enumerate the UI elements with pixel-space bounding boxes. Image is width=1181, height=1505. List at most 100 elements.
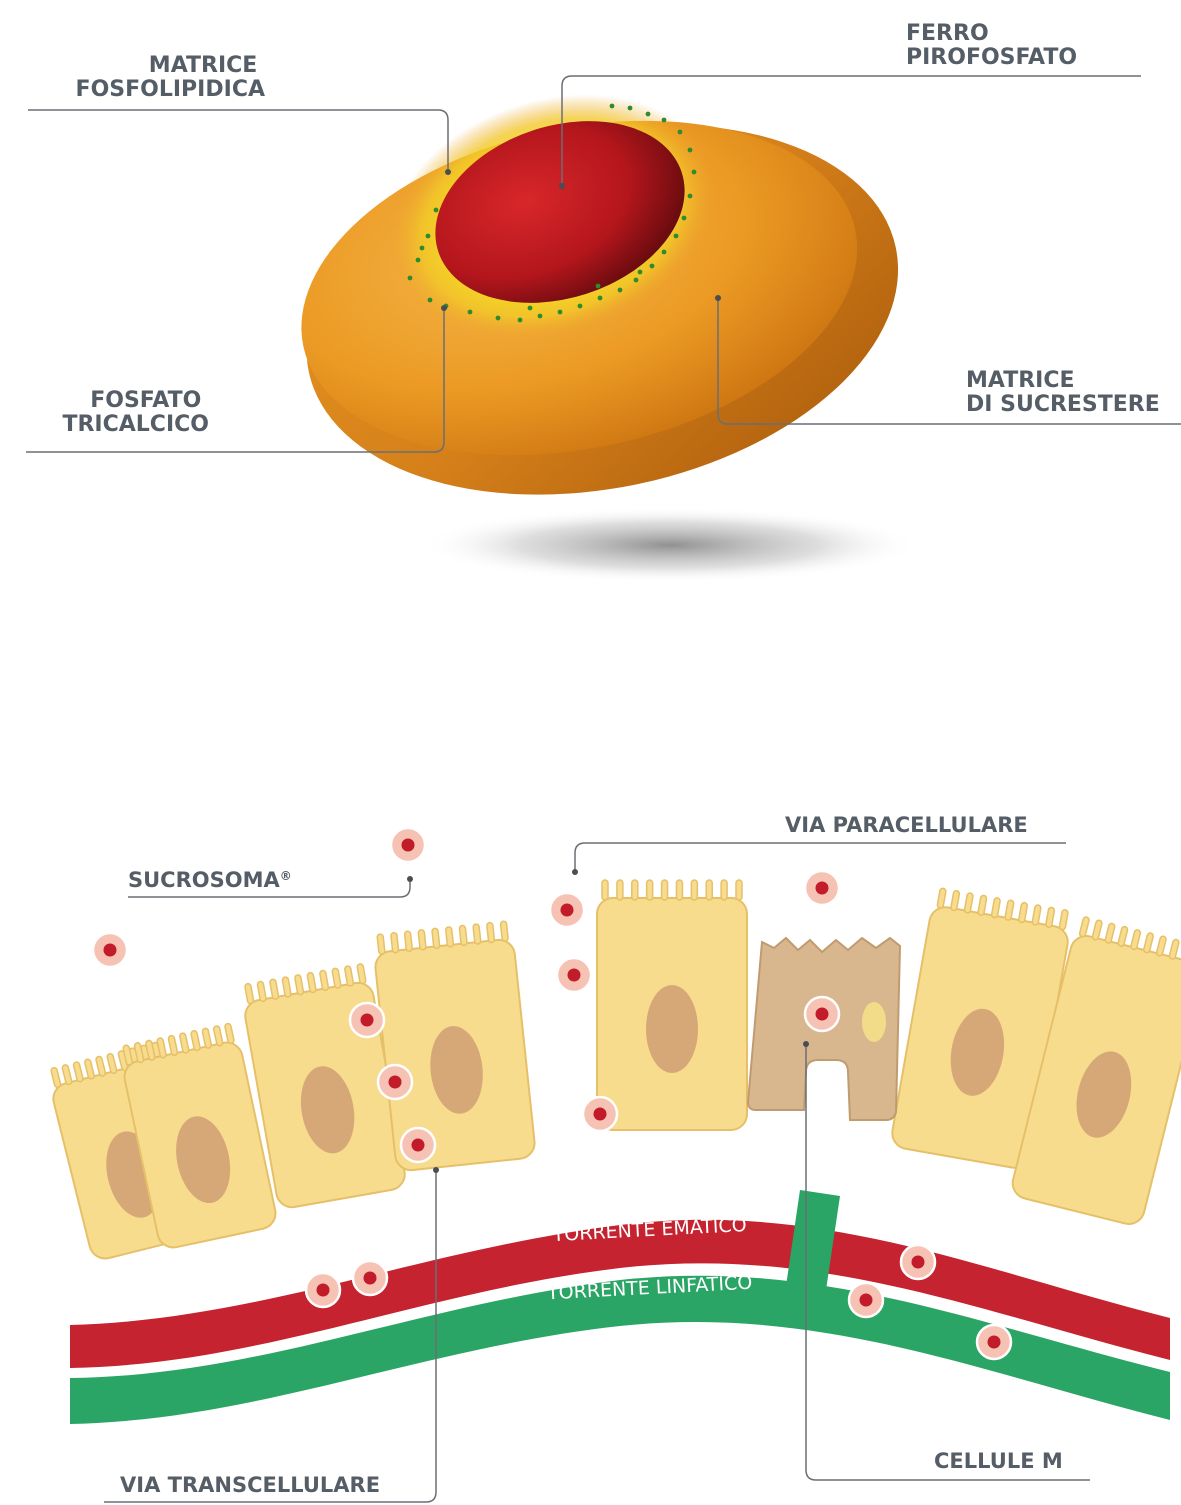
microvillus bbox=[487, 922, 495, 943]
microvillus bbox=[62, 1064, 73, 1085]
microvillus bbox=[1143, 932, 1154, 953]
microvillus bbox=[202, 1028, 212, 1049]
sucrosome-particle bbox=[849, 1283, 883, 1317]
particle-dot bbox=[638, 270, 643, 275]
particle-dot bbox=[426, 234, 431, 239]
microvillus bbox=[357, 963, 366, 984]
lymph-vessel-branch bbox=[786, 1190, 840, 1290]
sucrosome-particle bbox=[378, 1065, 412, 1099]
sucrosome-particle bbox=[353, 1261, 387, 1295]
particle-dot bbox=[468, 310, 473, 315]
microvillus bbox=[500, 921, 508, 942]
microvillus bbox=[1092, 920, 1103, 941]
particle-dot bbox=[428, 298, 433, 303]
microvillus bbox=[191, 1030, 201, 1051]
leader-dot bbox=[407, 876, 413, 882]
particle-dot bbox=[420, 246, 425, 251]
label-sucrosoma: SUCROSOMA® bbox=[128, 868, 292, 892]
microvillus bbox=[344, 966, 353, 987]
epithelial-cell bbox=[597, 880, 747, 1130]
label-via-transcellulare: VIA TRANSCELLULARE bbox=[120, 1473, 380, 1497]
sucrosome-particle bbox=[805, 871, 839, 905]
leader-dot bbox=[559, 183, 565, 189]
microvillus bbox=[459, 925, 467, 946]
m-cell-nucleus bbox=[862, 1002, 886, 1042]
particle-dot bbox=[692, 170, 697, 175]
particle-dot bbox=[674, 234, 679, 239]
particle-dot bbox=[558, 310, 563, 315]
leader-dot bbox=[803, 1041, 809, 1047]
particle-dot bbox=[618, 288, 623, 293]
sucrosome-shadow bbox=[420, 507, 920, 583]
particle-dot bbox=[578, 304, 583, 309]
microvillus bbox=[224, 1023, 234, 1044]
leader-dot bbox=[445, 169, 451, 175]
microvillus bbox=[257, 981, 266, 1002]
microvillus bbox=[991, 897, 1000, 918]
sucrosome-particle bbox=[557, 958, 591, 992]
microvillus bbox=[1169, 939, 1180, 960]
microvillus bbox=[706, 880, 712, 900]
microvillus bbox=[270, 979, 279, 1000]
particle-dot bbox=[628, 106, 633, 111]
microvillus bbox=[168, 1035, 178, 1056]
leader-dot bbox=[715, 295, 721, 301]
microvillus bbox=[404, 931, 412, 952]
microvillus bbox=[691, 880, 697, 900]
particle-dot bbox=[496, 316, 501, 321]
particle-dot bbox=[646, 112, 651, 117]
particle-dot bbox=[650, 264, 655, 269]
label-matrice-sucrestere: MATRICE DI SUCRESTERE bbox=[966, 368, 1160, 417]
particle-dot bbox=[688, 194, 693, 199]
microvillus bbox=[937, 888, 946, 909]
microvillus bbox=[721, 880, 727, 900]
microvillus bbox=[602, 880, 608, 900]
sucrosome-particle bbox=[93, 933, 127, 967]
particle-dot bbox=[634, 278, 639, 283]
particle-dot bbox=[662, 118, 667, 123]
particle-dot bbox=[662, 250, 667, 255]
microvillus bbox=[1079, 916, 1090, 937]
epithelial-cell bbox=[372, 920, 536, 1171]
particle-dot bbox=[610, 104, 615, 109]
microvillus bbox=[662, 880, 668, 900]
label-fosfato-tricalcico: FOSFATO TRICALCICO bbox=[62, 388, 209, 437]
microvillus bbox=[332, 968, 341, 989]
microvillus bbox=[617, 880, 623, 900]
sucrosome-particle bbox=[977, 1325, 1011, 1359]
particle-dot bbox=[408, 276, 413, 281]
particle-dot bbox=[682, 216, 687, 221]
microvillus bbox=[1032, 905, 1041, 926]
microvillus bbox=[736, 880, 742, 900]
sucrosome-particle bbox=[306, 1273, 340, 1307]
sucrosome-particle bbox=[401, 1128, 435, 1162]
microvillus bbox=[307, 972, 316, 993]
microvillus bbox=[294, 974, 303, 995]
microvillus bbox=[282, 977, 291, 998]
leader-dot bbox=[433, 1167, 439, 1173]
microvillus bbox=[432, 928, 440, 949]
particle-dot bbox=[528, 306, 533, 311]
sucrosome-particle bbox=[350, 1003, 384, 1037]
microvillus bbox=[950, 890, 959, 911]
microvillus bbox=[1118, 926, 1129, 947]
microvillus bbox=[1045, 907, 1054, 928]
leader-dot bbox=[572, 869, 578, 875]
microvillus bbox=[473, 924, 481, 945]
microvillus bbox=[51, 1067, 62, 1088]
epithelium bbox=[46, 880, 1181, 1262]
microvillus bbox=[245, 983, 254, 1004]
particle-dot bbox=[598, 296, 603, 301]
sucrosome-particle bbox=[391, 828, 425, 862]
particle-dot bbox=[596, 284, 601, 289]
sucrosome-particle bbox=[805, 997, 839, 1031]
microvillus bbox=[418, 930, 426, 951]
label-ferro-pirofosfato: FERRO PIROFOSFATO bbox=[906, 21, 1077, 70]
particle-dot bbox=[688, 148, 693, 153]
leader-dot bbox=[441, 305, 447, 311]
particle-dot bbox=[538, 314, 543, 319]
sucrosome-particle bbox=[901, 1245, 935, 1279]
microvillus bbox=[1130, 929, 1141, 950]
label-via-paracellulare: VIA PARACELLULARE bbox=[785, 813, 1028, 837]
